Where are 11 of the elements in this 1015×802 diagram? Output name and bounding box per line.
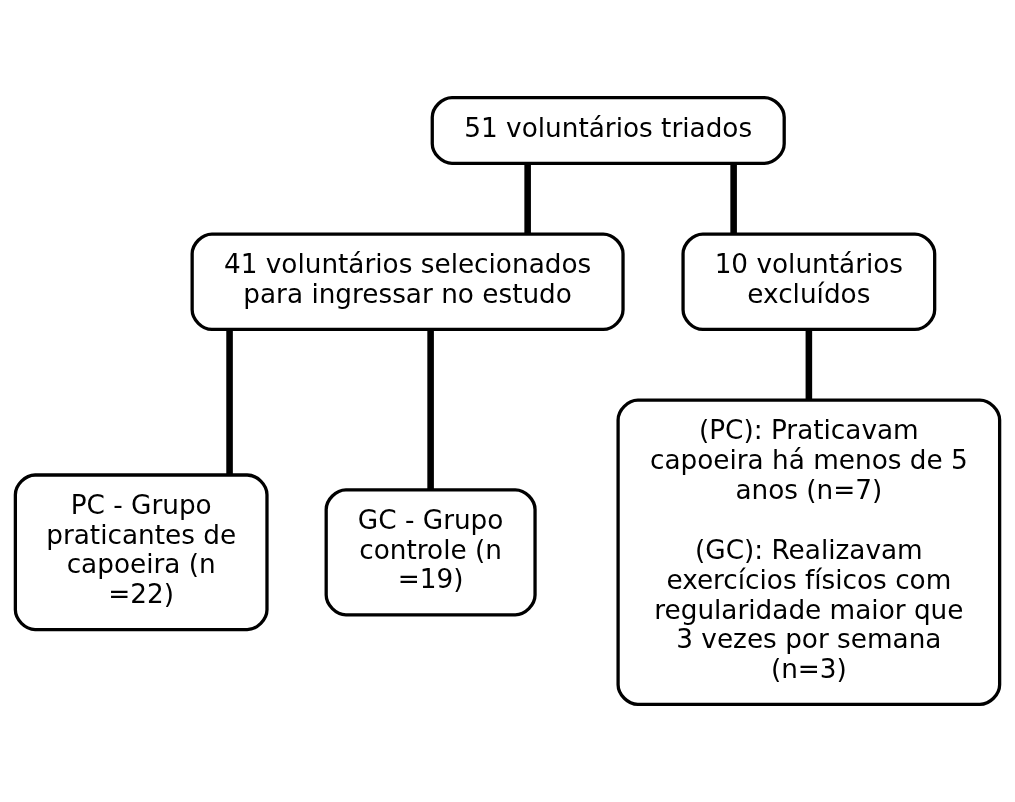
- node-box: 41 voluntários selecionados para ingressar no estudo: [190, 232, 625, 332]
- node-box: (PC): Praticavam capoeira há menos de 5 anos (n=7) (GC): Realizavam exercícios físicos com regularidade maior que 3 vezes por semana (n=3): [616, 398, 1002, 707]
- node-box: PC - Grupo praticantes de capoeira (n =22): [13, 473, 269, 632]
- connector: [524, 164, 531, 234]
- node-box: GC - Grupo controle (n =19): [324, 488, 537, 617]
- node-box: 10 voluntários excluídos: [681, 232, 937, 332]
- connector: [226, 329, 233, 475]
- connector: [730, 164, 737, 234]
- connector: [805, 329, 813, 400]
- node-box: 51 voluntários triados: [430, 95, 786, 165]
- connector: [427, 329, 434, 490]
